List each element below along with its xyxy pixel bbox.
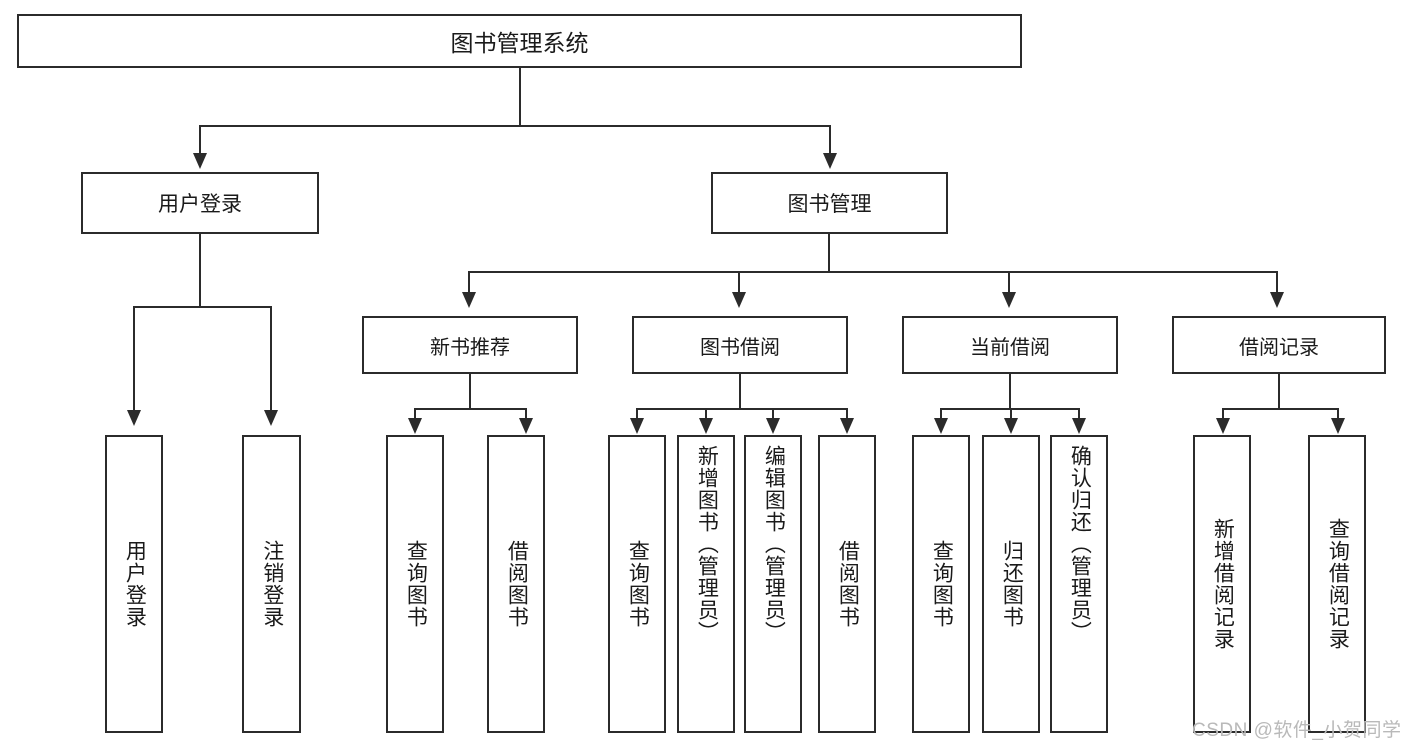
arrow-current-borrow-leaf-1 xyxy=(934,418,948,434)
connector-root-stem xyxy=(519,68,521,126)
node-label: 图书管理 xyxy=(787,193,872,216)
node-borrow-record[interactable]: 借阅记录 xyxy=(1172,316,1386,374)
node-book-management[interactable]: 图书管理 xyxy=(711,172,948,234)
leaf-query-book-2[interactable]: 查询图书 xyxy=(608,435,666,733)
connector-current-borrow-branch-3 xyxy=(1078,408,1080,420)
connector-new-book-stem xyxy=(469,374,471,410)
arrow-current-borrow-leaf-3 xyxy=(1072,418,1086,434)
node-label: 确认归还（管理员） xyxy=(1068,445,1092,643)
node-new-book-recommend[interactable]: 新书推荐 xyxy=(362,316,578,374)
connector-borrow-record-branch-1 xyxy=(1222,408,1224,420)
leaf-borrow-book-1[interactable]: 借阅图书 xyxy=(487,435,545,733)
connector-book-management-bar xyxy=(468,271,1278,273)
node-label: 编辑图书（管理员） xyxy=(762,445,786,643)
leaf-query-book-3[interactable]: 查询图书 xyxy=(912,435,970,733)
leaf-confirm-return[interactable]: 确认归还（管理员） xyxy=(1050,435,1108,733)
arrow-new-book-leaf-2 xyxy=(519,418,533,434)
arrow-book-borrow-leaf-3 xyxy=(766,418,780,434)
node-label: 查询图书 xyxy=(404,540,428,628)
node-label: 借阅图书 xyxy=(505,540,529,628)
arrow-book-borrow-leaf-1 xyxy=(630,418,644,434)
connector-book-borrow-branch-1 xyxy=(636,408,638,420)
watermark-text: CSDN @软件_小贺同学 xyxy=(1192,720,1402,741)
connector-root-to-user-login xyxy=(199,125,201,155)
node-label: 图书管理系统 xyxy=(450,30,589,56)
node-current-borrow[interactable]: 当前借阅 xyxy=(902,316,1118,374)
connector-bm-to-new-book xyxy=(468,271,470,294)
connector-current-borrow-branch-1 xyxy=(940,408,942,420)
node-label: 当前借阅 xyxy=(970,336,1050,359)
arrow-book-borrow-leaf-2 xyxy=(699,418,713,434)
leaf-add-book[interactable]: 新增图书（管理员） xyxy=(677,435,735,733)
node-label: 新增借阅记录 xyxy=(1211,518,1235,650)
connector-current-borrow-stem xyxy=(1009,374,1011,410)
arrow-book-borrow-leaf-4 xyxy=(840,418,854,434)
leaf-borrow-book-2[interactable]: 借阅图书 xyxy=(818,435,876,733)
node-label: 查询图书 xyxy=(930,540,954,628)
connector-book-borrow-branch-3 xyxy=(772,408,774,420)
node-root-system[interactable]: 图书管理系统 xyxy=(17,14,1022,68)
connector-borrow-record-stem xyxy=(1278,374,1280,410)
node-user-login[interactable]: 用户登录 xyxy=(81,172,319,234)
connector-bm-to-current-borrow xyxy=(1008,271,1010,294)
connector-bm-to-book-borrow xyxy=(738,271,740,294)
connector-new-book-bar xyxy=(414,408,527,410)
connector-borrow-record-bar xyxy=(1222,408,1339,410)
node-label: 借阅记录 xyxy=(1239,336,1319,359)
node-book-borrow[interactable]: 图书借阅 xyxy=(632,316,848,374)
node-label: 借阅图书 xyxy=(836,540,860,628)
leaf-edit-book[interactable]: 编辑图书（管理员） xyxy=(744,435,802,733)
node-label: 新增图书（管理员） xyxy=(695,445,719,643)
leaf-add-record[interactable]: 新增借阅记录 xyxy=(1193,435,1251,733)
arrow-new-book-leaf-1 xyxy=(408,418,422,434)
connector-current-borrow-branch-2 xyxy=(1010,408,1012,420)
arrow-borrow-record-leaf-1 xyxy=(1216,418,1230,434)
node-label: 查询借阅记录 xyxy=(1326,518,1350,650)
leaf-query-book-1[interactable]: 查询图书 xyxy=(386,435,444,733)
connector-book-borrow-branch-4 xyxy=(846,408,848,420)
connector-book-borrow-bar xyxy=(636,408,848,410)
arrow-bm-to-new-book xyxy=(462,292,476,308)
connector-book-borrow-stem xyxy=(739,374,741,410)
connector-bm-to-borrow-record xyxy=(1276,271,1278,294)
arrow-user-login-leaf-1 xyxy=(127,410,141,426)
connector-new-book-branch-1 xyxy=(414,408,416,420)
connector-user-login-branch-1 xyxy=(133,306,135,412)
arrow-bm-to-borrow-record xyxy=(1270,292,1284,308)
node-label: 用户登录 xyxy=(123,540,147,628)
leaf-logout-login[interactable]: 注销登录 xyxy=(242,435,301,733)
leaf-query-record[interactable]: 查询借阅记录 xyxy=(1308,435,1366,733)
arrow-root-to-book-management xyxy=(823,153,837,169)
node-label: 归还图书 xyxy=(1000,540,1024,628)
node-label: 查询图书 xyxy=(626,540,650,628)
node-label: 注销登录 xyxy=(260,540,284,628)
arrow-current-borrow-leaf-2 xyxy=(1004,418,1018,434)
connector-new-book-branch-2 xyxy=(525,408,527,420)
arrow-bm-to-current-borrow xyxy=(1002,292,1016,308)
arrow-user-login-leaf-2 xyxy=(264,410,278,426)
node-label: 用户登录 xyxy=(158,193,242,216)
connector-borrow-record-branch-2 xyxy=(1337,408,1339,420)
leaf-return-book[interactable]: 归还图书 xyxy=(982,435,1040,733)
arrow-bm-to-book-borrow xyxy=(732,292,746,308)
connector-book-borrow-branch-2 xyxy=(705,408,707,420)
arrow-root-to-user-login xyxy=(193,153,207,169)
connector-root-bar xyxy=(199,125,831,127)
connector-root-to-book-management xyxy=(829,125,831,155)
node-label: 新书推荐 xyxy=(430,336,510,359)
node-label: 图书借阅 xyxy=(700,336,780,359)
connector-book-management-stem xyxy=(828,234,830,272)
arrow-borrow-record-leaf-2 xyxy=(1331,418,1345,434)
leaf-user-login[interactable]: 用户登录 xyxy=(105,435,163,733)
connector-user-login-stem xyxy=(199,234,201,308)
connector-user-login-bar xyxy=(133,306,272,308)
connector-user-login-branch-2 xyxy=(270,306,272,412)
